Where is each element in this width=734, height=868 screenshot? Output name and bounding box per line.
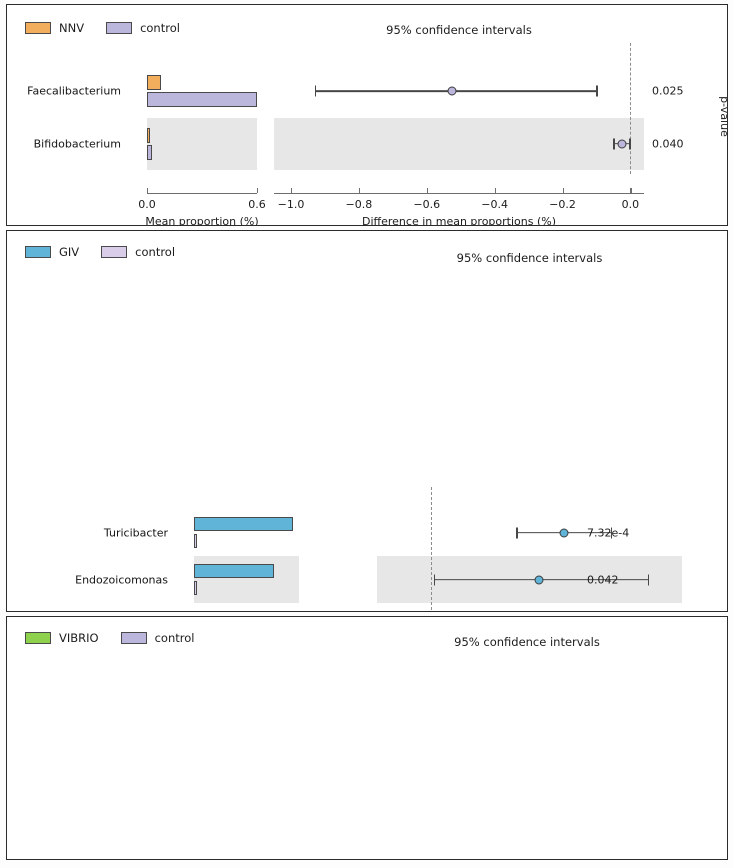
axis-tick <box>630 188 632 193</box>
p-value-label: 0.040 <box>652 137 684 151</box>
legend: NNV control <box>25 21 202 35</box>
ci-title: 95% confidence intervals <box>456 251 603 265</box>
legend-swatch-control <box>106 22 133 34</box>
legend-entry-control: control <box>101 245 175 259</box>
zero-reference-line <box>431 487 433 611</box>
legend-label: VIBRIO <box>59 631 99 645</box>
ci-cap-lower <box>515 527 518 538</box>
ci-point <box>559 528 569 537</box>
axis-tick-label: 0.6 <box>248 198 266 211</box>
ci-title: 95% confidence intervals <box>454 635 600 649</box>
bar-giv <box>194 517 293 532</box>
axis-title-left: Mean proportion (%) <box>145 215 259 226</box>
category-label: Turicibacter <box>103 526 168 539</box>
axis-tick-label: 0.0 <box>621 198 640 211</box>
legend-swatch-giv <box>25 246 51 258</box>
category-label: Faecalibacterium <box>27 84 121 98</box>
axis-tick <box>358 188 361 193</box>
legend-label: control <box>140 21 180 35</box>
axis-tick <box>494 188 496 193</box>
bar-control <box>194 533 198 548</box>
axis-tick-label: −0.2 <box>549 198 576 211</box>
legend-label: control <box>154 631 195 645</box>
zero-reference-line <box>630 43 632 174</box>
legend-entry-control: control <box>106 21 180 35</box>
bar-nnv <box>147 127 151 143</box>
axis-tick-label: −0.4 <box>481 198 508 211</box>
axis-tick-label: −0.6 <box>413 198 441 211</box>
ci-cap-upper <box>647 574 650 585</box>
bar-giv <box>194 564 274 579</box>
legend-swatch-vibrio <box>25 632 51 644</box>
legend-swatch-control <box>101 246 128 258</box>
legend-entry-control: control <box>120 631 195 645</box>
row-band <box>147 117 257 170</box>
bar-control <box>194 580 198 595</box>
legend-label: GIV <box>59 245 80 259</box>
legend-swatch-nnv <box>25 22 51 34</box>
category-label: Endozoicomonas <box>75 573 168 586</box>
ci-cap-upper <box>629 138 631 150</box>
bar-giv <box>194 611 199 612</box>
axis-tick <box>290 188 293 193</box>
axis-tick <box>562 188 564 193</box>
axis-tick <box>426 188 428 193</box>
legend-label: control <box>135 245 176 259</box>
legend: VIBRIO control <box>25 631 216 645</box>
axis-line-right <box>274 193 644 195</box>
axis-tick-label: 0.0 <box>138 198 156 211</box>
axis-tick <box>257 188 259 193</box>
legend-entry-giv: GIV <box>25 245 79 259</box>
axis-title-right: Difference in mean proportions (%) <box>362 215 556 226</box>
p-value-label: 7.32e-4 <box>587 526 630 539</box>
ci-cap-lower <box>433 574 436 585</box>
ci-point <box>617 139 627 149</box>
legend-swatch-control <box>120 632 147 644</box>
ci-point <box>534 575 544 584</box>
row-band <box>274 117 644 170</box>
bar-control <box>147 144 153 160</box>
ci-cap-upper <box>596 85 599 97</box>
p-value-axis-title: p-value <box>717 95 728 137</box>
axis-tick-label: −0.8 <box>345 198 373 211</box>
ci-cap-upper <box>610 527 613 538</box>
bar-nnv <box>147 75 161 91</box>
ci-cap-lower <box>314 85 317 97</box>
axis-line-left <box>147 193 257 195</box>
axis-tick <box>147 188 149 193</box>
ci-title: 95% confidence intervals <box>386 23 532 37</box>
row-band <box>194 556 299 603</box>
legend-entry-vibrio: VIBRIO <box>25 631 99 645</box>
p-value-label: 0.042 <box>587 573 619 586</box>
axis-tick-label: −1.0 <box>277 198 305 211</box>
legend-entry-nnv: NNV <box>25 21 84 35</box>
bar-control <box>147 92 257 108</box>
legend-label: NNV <box>59 21 85 35</box>
legend: GIV control <box>25 245 197 259</box>
p-value-label: 0.025 <box>652 84 684 98</box>
ci-cap-lower <box>613 138 616 150</box>
ci-point <box>447 86 457 96</box>
category-label: Bifidobacterium <box>33 137 121 151</box>
